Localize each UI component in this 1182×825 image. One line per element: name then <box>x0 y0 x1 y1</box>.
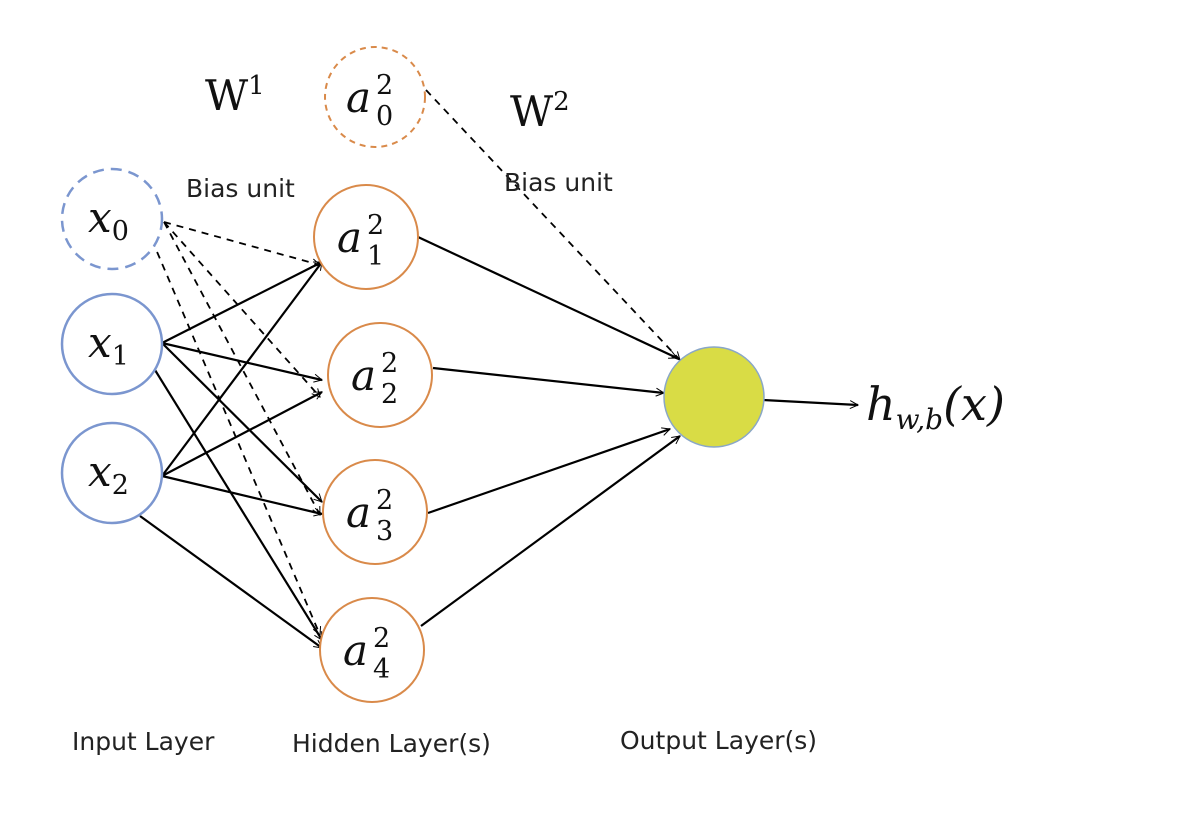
input-bias-base: x <box>88 193 112 242</box>
hidden-sub: 1 <box>367 241 384 272</box>
input-bias-text: x0 <box>88 193 129 247</box>
edge-x0-a1 <box>163 221 320 265</box>
edge-x0-a4 <box>151 239 320 635</box>
input-sub: 2 <box>112 470 129 501</box>
hidden-bias-sup: 2 <box>376 70 393 101</box>
input-sub: 1 <box>112 341 129 372</box>
hidden-layer-label: Hidden Layer(s) <box>292 729 491 758</box>
hidden-base: a <box>346 488 371 537</box>
hidden-base: a <box>337 213 362 262</box>
edge-a0-out <box>425 89 680 360</box>
edge-a2-out <box>432 366 664 393</box>
hidden-bias-sub: 0 <box>376 101 393 132</box>
bias-unit-label-input: Bias unit <box>186 174 295 203</box>
edge-a3-out <box>427 429 670 515</box>
hidden-to-output-edges <box>417 89 858 627</box>
edge-x2-a4 <box>139 515 322 649</box>
hidden-sub: 4 <box>373 654 390 685</box>
input-text: x1 <box>88 318 129 372</box>
hidden-bias-node-a0: a 2 0 <box>324 46 426 148</box>
input-layer-label: Input Layer <box>72 727 215 756</box>
edge-x1-a3 <box>161 342 322 502</box>
input-text: x2 <box>88 447 129 501</box>
edge-x2-a2 <box>161 391 322 477</box>
hidden-base: a <box>343 626 368 675</box>
input-base: x <box>88 447 112 496</box>
hidden-node-a2: a 2 2 <box>327 322 433 428</box>
hidden-sup: 2 <box>381 348 398 379</box>
edge-out-h <box>762 398 858 405</box>
input-bias-circle <box>60 167 164 271</box>
hidden-sup: 2 <box>376 485 393 516</box>
weight-w1-sup: 1 <box>248 71 265 101</box>
hidden-node-a3: a 2 3 <box>322 459 428 565</box>
edge-x2-a3 <box>161 474 322 514</box>
hidden-circle <box>327 322 433 428</box>
hidden-base: a <box>351 351 376 400</box>
input-to-hidden-edges <box>139 261 323 649</box>
output-sub: w,b <box>896 403 943 436</box>
hidden-circle <box>319 597 425 703</box>
bias-unit-label-hidden: Bias unit <box>504 168 613 197</box>
output-arg: (x) <box>943 377 1005 431</box>
edge-x1-a1 <box>161 261 322 344</box>
output-h: h <box>866 377 896 431</box>
hidden-sup: 2 <box>367 210 384 241</box>
edge-x2-a1 <box>161 262 323 477</box>
hidden-sub: 2 <box>381 379 398 410</box>
edge-x1-a4 <box>154 369 323 640</box>
input-node-x2: x2 <box>60 421 164 525</box>
hidden-circle <box>322 459 428 565</box>
hidden-sub: 3 <box>376 516 393 547</box>
input-circle <box>60 292 164 396</box>
input-node-x1: x1 <box>60 292 164 396</box>
hidden-node-a1: a 2 1 <box>313 184 419 290</box>
input-bias-sub: 0 <box>112 216 129 247</box>
edge-x1-a2 <box>161 341 322 380</box>
hidden-circle <box>313 184 419 290</box>
weight-w1-base: W <box>205 71 249 120</box>
hidden-bias-base: a <box>346 73 371 122</box>
edge-x0-a3 <box>163 221 321 515</box>
weight-w2-label: W2 <box>510 87 570 136</box>
input-base: x <box>88 318 112 367</box>
input-node-x0: x0 <box>60 167 164 271</box>
edge-a1-out <box>417 236 677 359</box>
input-circle <box>60 421 164 525</box>
hidden-bias-circle <box>324 46 426 148</box>
weight-w1-label: W1 <box>205 71 265 120</box>
output-layer-label: Output Layer(s) <box>620 726 817 755</box>
output-hypothesis-label: hw,b(x) <box>866 377 1005 436</box>
output-node <box>663 346 765 448</box>
bias-to-hidden-edges <box>151 221 321 635</box>
hidden-sup: 2 <box>373 623 390 654</box>
edge-x0-a2 <box>163 221 320 397</box>
weight-w2-base: W <box>510 87 554 136</box>
weight-w2-sup: 2 <box>553 87 570 117</box>
edge-a4-out <box>420 435 680 627</box>
hidden-node-a4: a 2 4 <box>319 597 425 703</box>
